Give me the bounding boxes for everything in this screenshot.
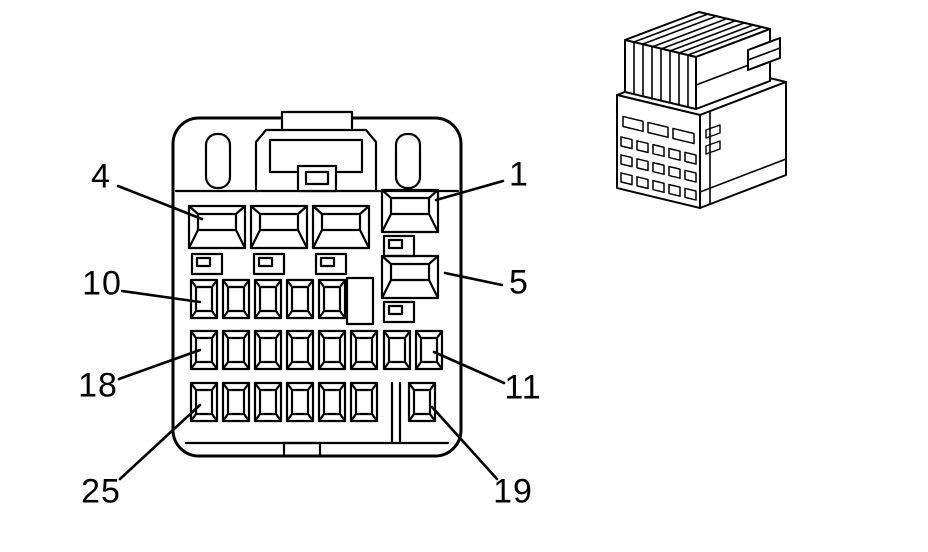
latch-assembly (254, 110, 378, 193)
leader-lines (116, 179, 506, 481)
callout-label-1: 1 (509, 155, 529, 194)
callout-label-11: 11 (504, 368, 542, 407)
callout-label-4: 4 (91, 157, 111, 196)
callout-label-19: 19 (493, 472, 533, 511)
callout-label-18: 18 (78, 366, 118, 405)
callout-label-25: 25 (81, 472, 121, 511)
callout-label-10: 10 (82, 264, 122, 303)
callout-label-5: 5 (509, 263, 529, 302)
connector-front-view (171, 110, 463, 458)
connector-isometric-view (616, 11, 787, 210)
